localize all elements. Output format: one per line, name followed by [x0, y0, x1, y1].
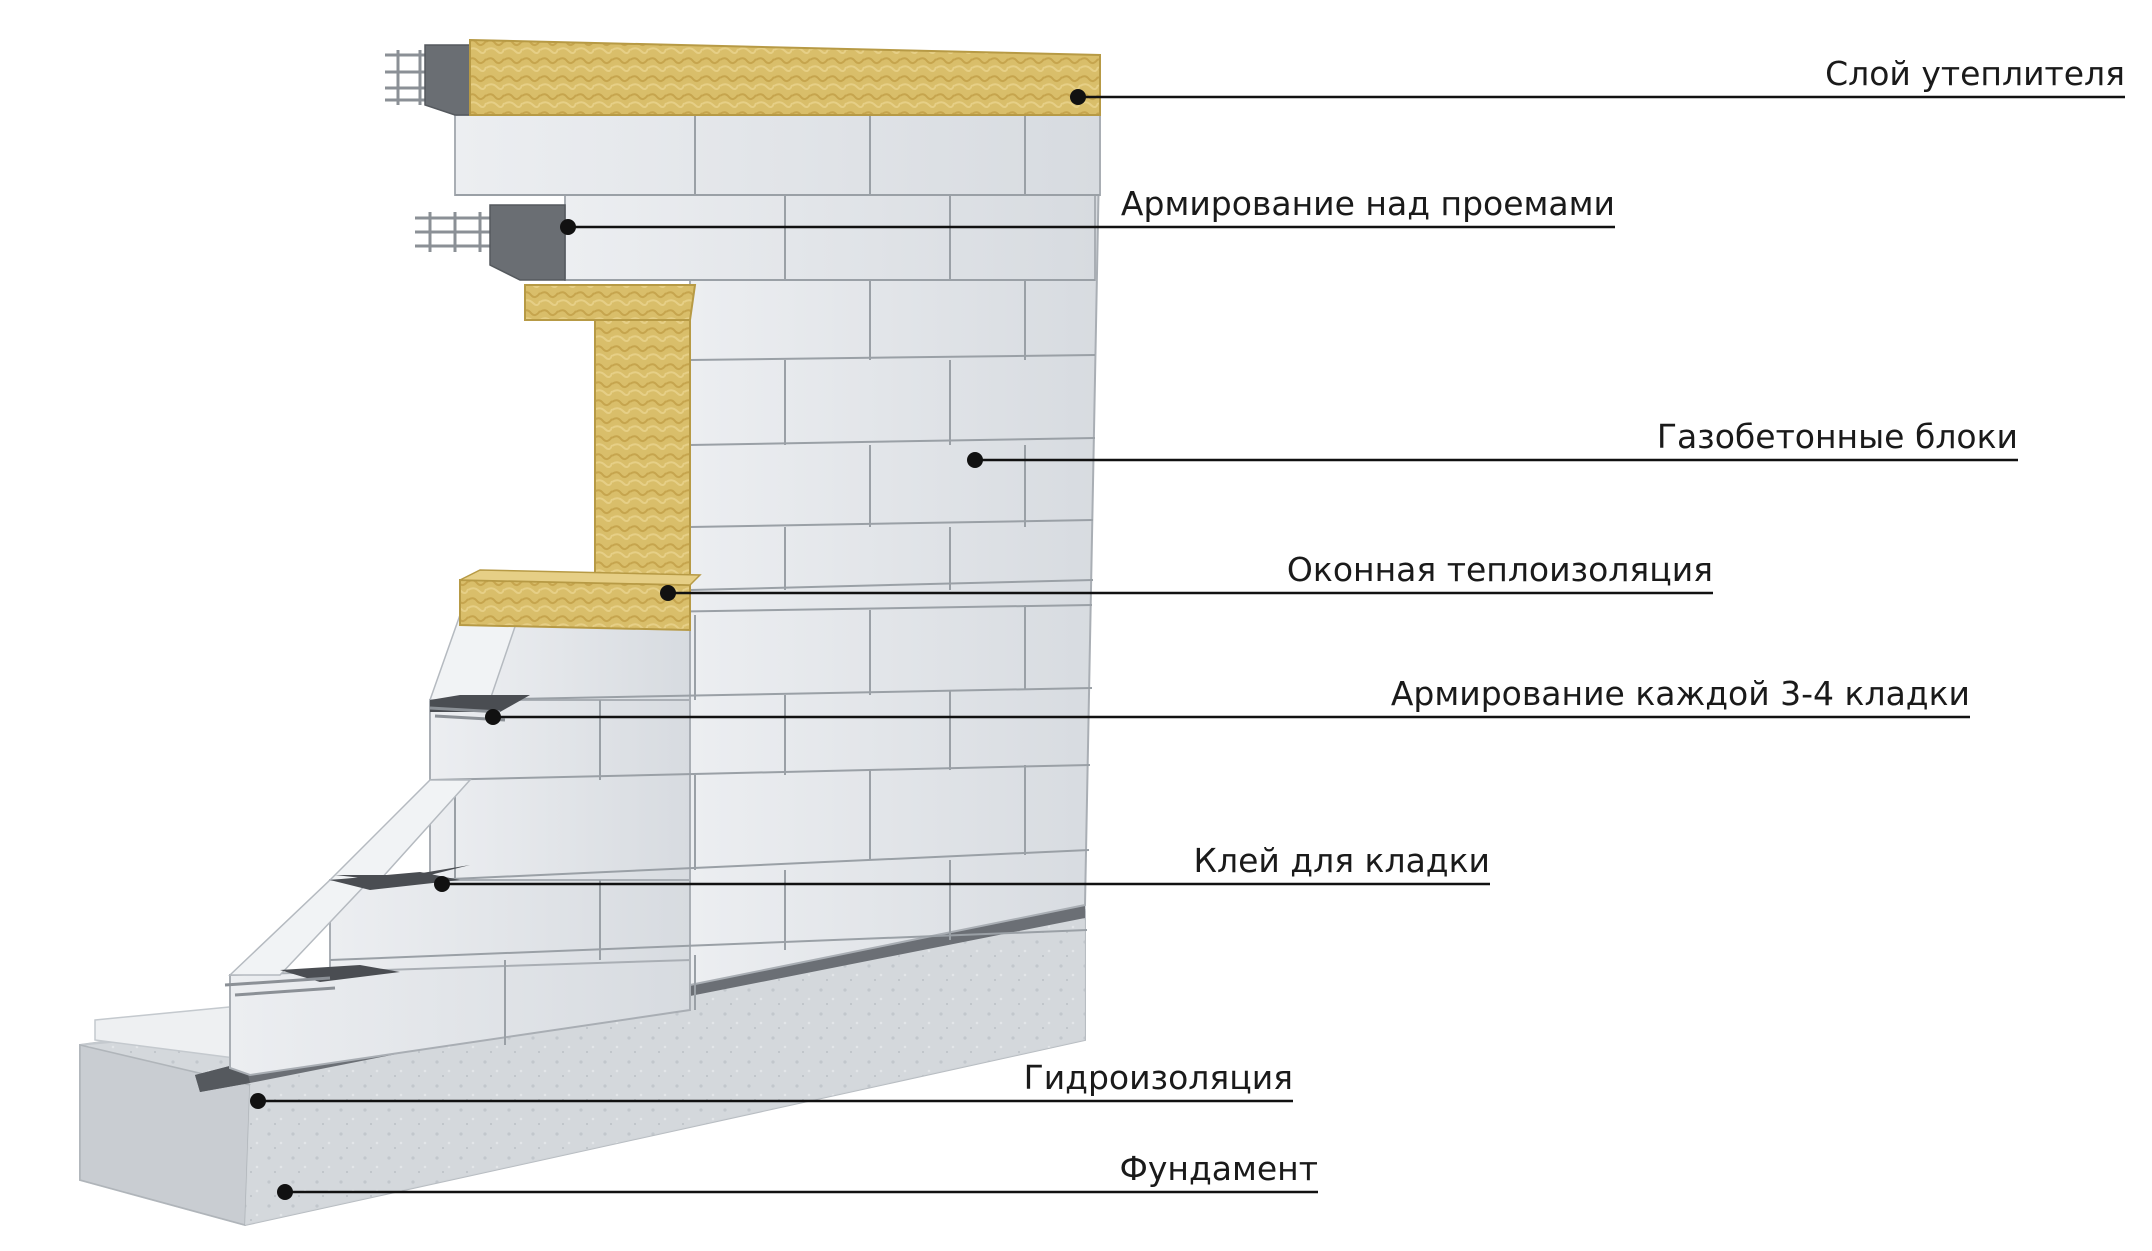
- label-foundation: Фундамент: [1119, 1149, 1318, 1188]
- callout-course-reinforcement: Армирование каждой 3-4 кладки: [485, 674, 1970, 725]
- callout-window-insulation: Оконная теплоизоляция: [660, 550, 1713, 601]
- label-masonry-adhesive: Клей для кладки: [1194, 841, 1490, 880]
- insulation-layer-top: [469, 38, 1101, 116]
- adhesive-layers: [280, 695, 530, 982]
- callout-masonry-adhesive: Клей для кладки: [434, 841, 1490, 892]
- label-insulation-layer: Слой утеплителя: [1825, 54, 2125, 93]
- callout-dot: [1070, 89, 1086, 105]
- label-lintel-reinforcement: Армирование над проемами: [1121, 184, 1615, 223]
- aerated-block-wall: [228, 114, 1102, 1077]
- label-window-insulation: Оконная теплоизоляция: [1287, 550, 1713, 589]
- callout-dot: [277, 1184, 293, 1200]
- callout-insulation-layer: Слой утеплителя: [1070, 54, 2125, 105]
- callout-dot: [250, 1093, 266, 1109]
- label-course-reinforcement: Армирование каждой 3-4 кладки: [1391, 674, 1970, 713]
- callout-dot: [967, 452, 983, 468]
- window-insulation-frame: [459, 284, 702, 632]
- callout-dot: [560, 219, 576, 235]
- callout-aerated-blocks: Газобетонные блоки: [967, 417, 2018, 468]
- label-aerated-blocks: Газобетонные блоки: [1657, 417, 2018, 456]
- callout-lintel-reinforcement: Армирование над проемами: [560, 184, 1615, 235]
- callout-dot: [485, 709, 501, 725]
- callout-dot: [660, 585, 676, 601]
- label-waterproofing: Гидроизоляция: [1024, 1058, 1293, 1097]
- window-lintel: [424, 44, 566, 281]
- callout-waterproofing: Гидроизоляция: [250, 1058, 1293, 1109]
- callout-foundation: Фундамент: [277, 1149, 1318, 1200]
- callout-dot: [434, 876, 450, 892]
